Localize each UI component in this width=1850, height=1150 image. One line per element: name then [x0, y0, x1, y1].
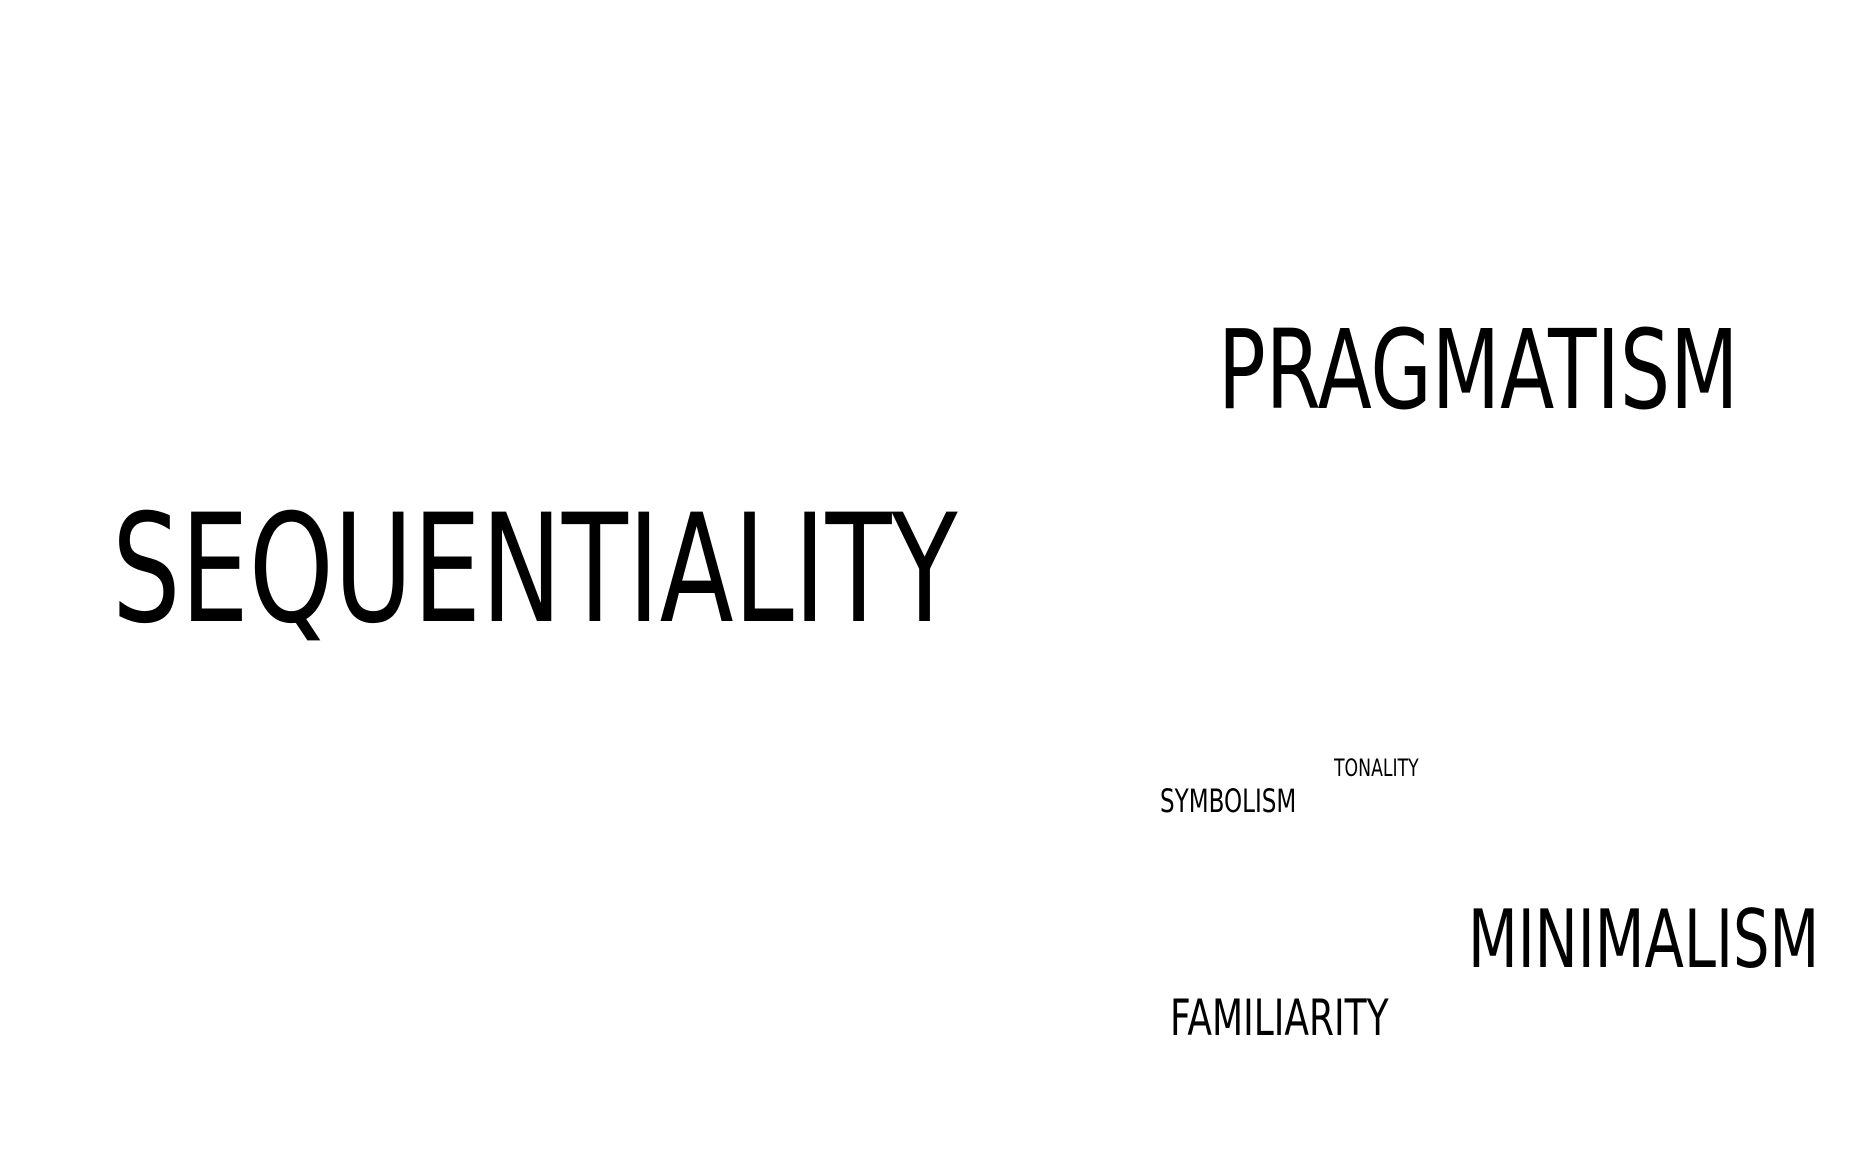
- word-sequentiality: SEQUENTIALITY: [112, 483, 958, 657]
- word-tonality: TONALITY: [1334, 754, 1419, 782]
- word-pragmatism: PRAGMATISM: [1218, 306, 1739, 434]
- word-symbolism: SYMBOLISM: [1160, 782, 1297, 820]
- word-familiarity: FAMILIARITY: [1170, 989, 1389, 1047]
- word-minimalism: MINIMALISM: [1468, 893, 1820, 986]
